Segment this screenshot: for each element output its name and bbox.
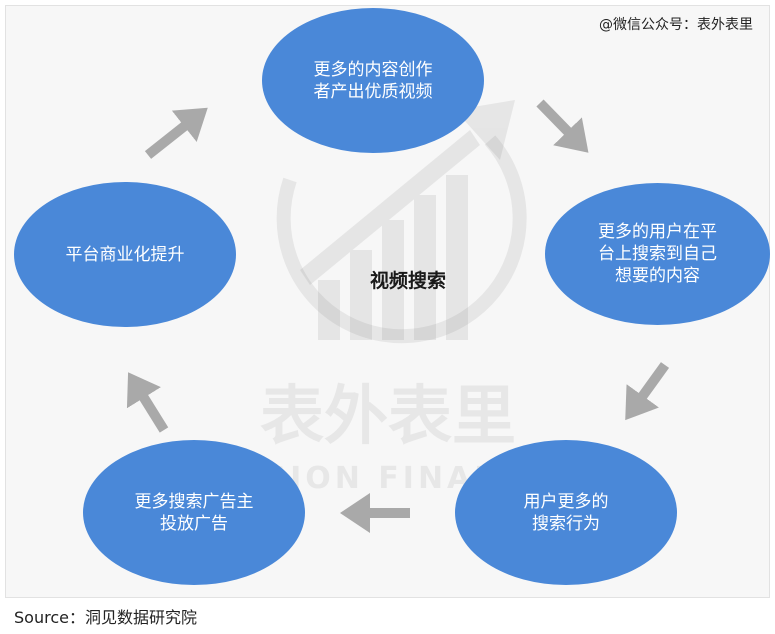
node-top: 更多的内容创作 者产出优质视频 bbox=[262, 8, 484, 153]
node-bottom-right-label: 用户更多的 搜索行为 bbox=[523, 491, 609, 534]
node-top-label: 更多的内容创作 者产出优质视频 bbox=[313, 59, 433, 102]
node-bottom-left: 更多搜索广告主 投放广告 bbox=[83, 440, 305, 585]
center-label: 视频搜索 bbox=[370, 270, 447, 292]
wechat-tag: @微信公众号：表外表里 bbox=[599, 17, 753, 33]
node-left-label: 平台商业化提升 bbox=[65, 244, 185, 265]
cycle-arrows bbox=[126, 99, 670, 533]
watermark-cn: 表外表里 bbox=[260, 380, 516, 454]
arrow-right-to-bottom-right bbox=[625, 362, 670, 421]
node-right: 更多的用户在平 台上搜索到自己 想要的内容 bbox=[545, 183, 770, 325]
node-bottom-right: 用户更多的 搜索行为 bbox=[455, 440, 677, 585]
source-caption: Source：洞见数据研究院 bbox=[14, 608, 197, 627]
node-right-label: 更多的用户在平 台上搜索到自己 想要的内容 bbox=[598, 222, 717, 286]
arrow-top-to-right bbox=[536, 99, 589, 153]
arrow-bottom-left-to-left bbox=[126, 372, 169, 433]
node-left: 平台商业化提升 bbox=[14, 182, 236, 327]
node-bottom-left-label: 更多搜索广告主 投放广告 bbox=[134, 491, 254, 534]
arrow-left-to-top bbox=[144, 107, 208, 159]
